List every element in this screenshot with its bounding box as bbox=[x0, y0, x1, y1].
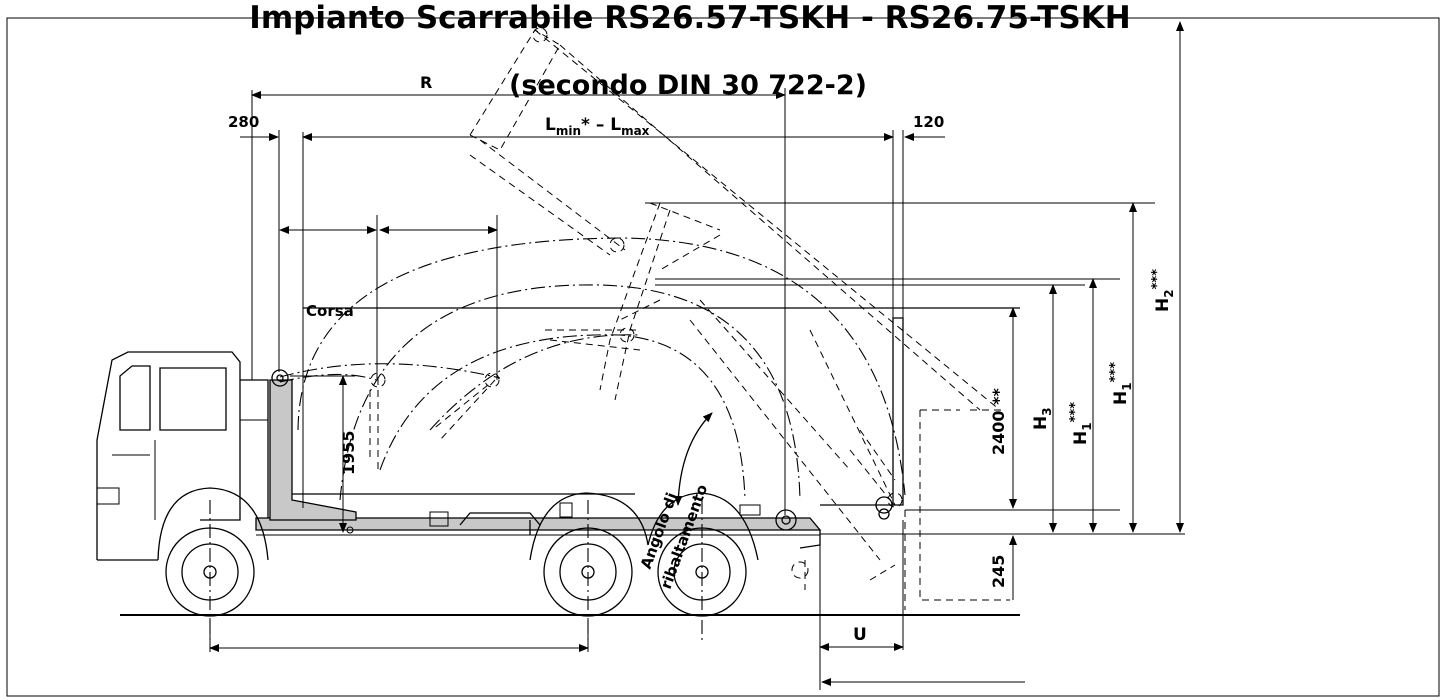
diagram-subtitle: (secondo DIN 30 722-2) bbox=[509, 70, 867, 101]
label-h2: H2*** bbox=[1150, 269, 1176, 312]
front-wheel bbox=[157, 487, 269, 617]
hook-arc-outer bbox=[297, 237, 906, 496]
truck-chassis bbox=[255, 369, 822, 549]
label-h3: H3 bbox=[1031, 407, 1054, 430]
rear-wheel-1 bbox=[529, 492, 649, 617]
label-r: R bbox=[420, 73, 432, 92]
hook-arc-inner bbox=[379, 334, 746, 501]
label-280: 280 bbox=[228, 113, 259, 131]
label-120: 120 bbox=[913, 113, 944, 131]
truck-cab bbox=[96, 351, 269, 561]
label-2400: 2400 ** bbox=[989, 388, 1008, 455]
label-corsa: Corsa bbox=[306, 302, 354, 320]
label-1955: 1955 bbox=[339, 430, 358, 475]
diagram-title: Impianto Scarrabile RS26.57-TSKH - RS26.… bbox=[249, 0, 1130, 36]
label-245: 245 bbox=[989, 555, 1008, 588]
tipping-angle-arrow bbox=[674, 412, 713, 506]
frame-border bbox=[6, 17, 1440, 697]
container-outline bbox=[292, 307, 1020, 520]
label-u: U bbox=[853, 625, 867, 645]
tipping-arm-positions bbox=[369, 27, 1010, 610]
label-h1-a: H1*** bbox=[1068, 402, 1094, 445]
label-l: Lmin* – Lmax bbox=[545, 115, 650, 138]
hook-arc-mid bbox=[339, 284, 801, 501]
label-h1-b: H1*** bbox=[1108, 362, 1134, 405]
